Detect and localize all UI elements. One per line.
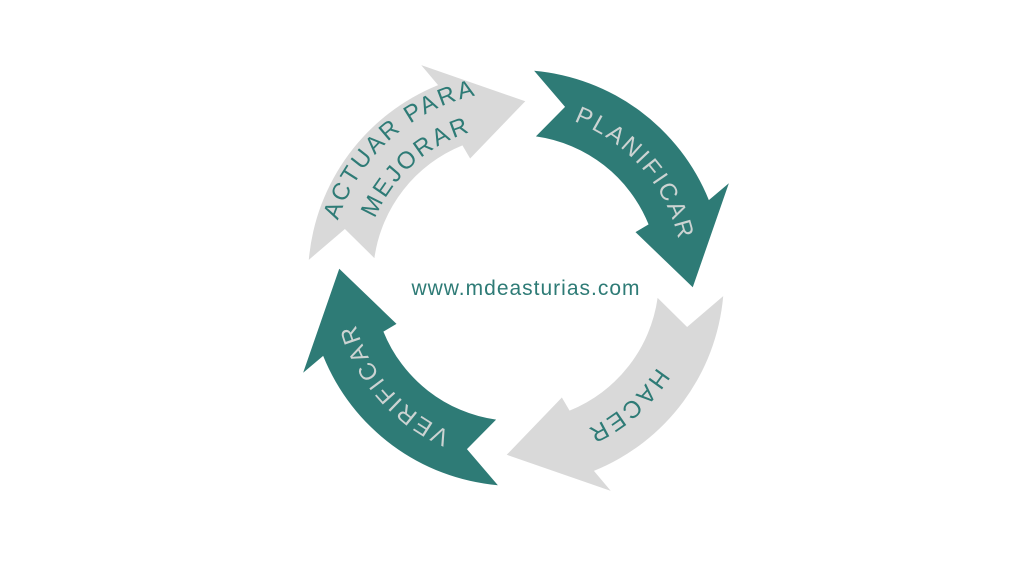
arrow-hacer-shape bbox=[506, 296, 724, 491]
center-website-text: www.mdeasturias.com bbox=[410, 277, 640, 300]
arrow-verificar: VERIFICAR bbox=[303, 268, 498, 486]
arrow-actuar: ACTUAR PARA MEJORAR bbox=[308, 65, 526, 260]
arrow-hacer: HACER bbox=[506, 296, 724, 491]
arrow-planificar-shape bbox=[534, 70, 729, 288]
arrow-planificar: PLANIFICAR bbox=[534, 70, 729, 288]
arrow-actuar-shape bbox=[308, 65, 526, 260]
arrow-verificar-shape bbox=[303, 268, 498, 486]
